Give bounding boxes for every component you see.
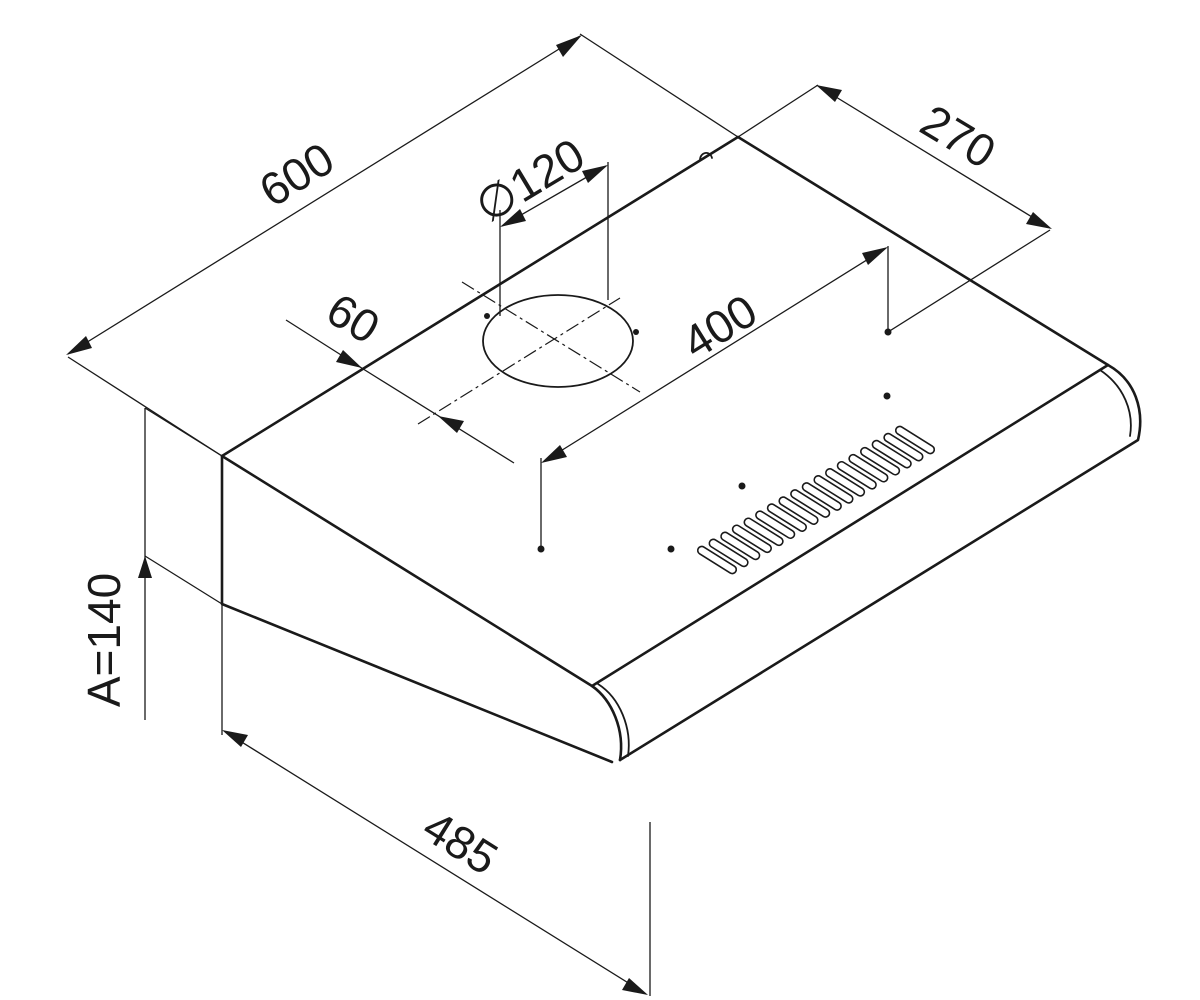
dimension-label-depth-top: 270 bbox=[912, 94, 1005, 178]
arrowhead bbox=[862, 247, 888, 265]
dimension-line bbox=[359, 366, 515, 464]
dimension-label-depth-total: 485 bbox=[414, 800, 507, 885]
arrowhead bbox=[336, 350, 362, 368]
duct-centerline-a bbox=[461, 281, 641, 393]
dimension-label-height: A=140 bbox=[78, 573, 130, 707]
mount-hole bbox=[738, 482, 746, 490]
mount-hole bbox=[883, 392, 891, 400]
vent-slot bbox=[860, 446, 901, 476]
hood-body bbox=[220, 135, 1142, 764]
arrowhead bbox=[500, 209, 526, 227]
vent-slot bbox=[778, 496, 819, 525]
dimension-line bbox=[67, 35, 581, 355]
extension-line bbox=[579, 33, 739, 138]
vent-slot bbox=[731, 524, 772, 554]
extension-line bbox=[737, 84, 819, 138]
vent-slot bbox=[894, 425, 936, 455]
dimension-label-duct-offset: 60 bbox=[318, 283, 389, 354]
vent-slot bbox=[708, 538, 749, 568]
vent-slot bbox=[813, 475, 854, 504]
dimension-height: A=140 bbox=[78, 407, 223, 720]
hood-rear-tab bbox=[699, 152, 713, 161]
vent-slot bbox=[836, 460, 877, 490]
vent-slot bbox=[720, 531, 761, 561]
arrowhead bbox=[438, 416, 464, 433]
mount-hole bbox=[667, 545, 675, 553]
hood-right-end bbox=[618, 363, 1142, 762]
vent-slot bbox=[743, 517, 784, 547]
arrowhead bbox=[622, 978, 648, 995]
vent-slot bbox=[871, 439, 912, 469]
vent-slot bbox=[755, 510, 796, 540]
vent-slot bbox=[825, 468, 866, 497]
duct-centerline-b bbox=[417, 297, 621, 425]
hood-front-lip bbox=[590, 684, 623, 762]
dimension-depth-total: 485 bbox=[221, 604, 651, 996]
extension-line bbox=[144, 555, 223, 605]
duct-screw-right bbox=[633, 329, 639, 335]
dimension-line bbox=[817, 85, 1051, 229]
dimension-label-duct-diameter: ∅120 bbox=[466, 128, 593, 233]
arrowhead bbox=[582, 165, 608, 183]
dimension-line bbox=[542, 247, 887, 463]
extension-line bbox=[144, 407, 223, 457]
vent-slot bbox=[801, 482, 842, 511]
duct-screw-left bbox=[484, 313, 490, 319]
hood-top-panel bbox=[220, 135, 1110, 688]
duct-opening bbox=[417, 281, 641, 425]
arrowhead bbox=[222, 730, 248, 747]
arrowhead bbox=[1026, 212, 1052, 229]
dimension-duct-offset: 60 bbox=[285, 283, 515, 464]
dimension-label-hole-spacing: 400 bbox=[673, 284, 766, 369]
arrowhead bbox=[541, 445, 567, 463]
arrowhead bbox=[66, 336, 92, 355]
arrowhead bbox=[138, 556, 152, 578]
arrowhead bbox=[816, 85, 842, 102]
vent-slot bbox=[790, 489, 831, 518]
dimension-duct-diameter: ∅120 bbox=[466, 128, 609, 316]
hood-left-face bbox=[220, 454, 614, 764]
hood-right-end-inner bbox=[1099, 369, 1132, 437]
vent-slot bbox=[883, 432, 924, 462]
dimension-depth-top: 270 bbox=[737, 84, 1052, 333]
dimension-label-width: 600 bbox=[250, 132, 343, 217]
arrowhead bbox=[556, 35, 582, 57]
hood-front-lip-inner bbox=[597, 683, 630, 757]
vent-slots bbox=[696, 425, 936, 575]
vent-slot bbox=[766, 503, 807, 532]
vent-slot bbox=[848, 453, 889, 483]
vent-slot bbox=[696, 545, 738, 575]
duct-circle bbox=[482, 294, 634, 388]
dimension-line bbox=[223, 730, 647, 995]
extension-line bbox=[887, 229, 1051, 333]
